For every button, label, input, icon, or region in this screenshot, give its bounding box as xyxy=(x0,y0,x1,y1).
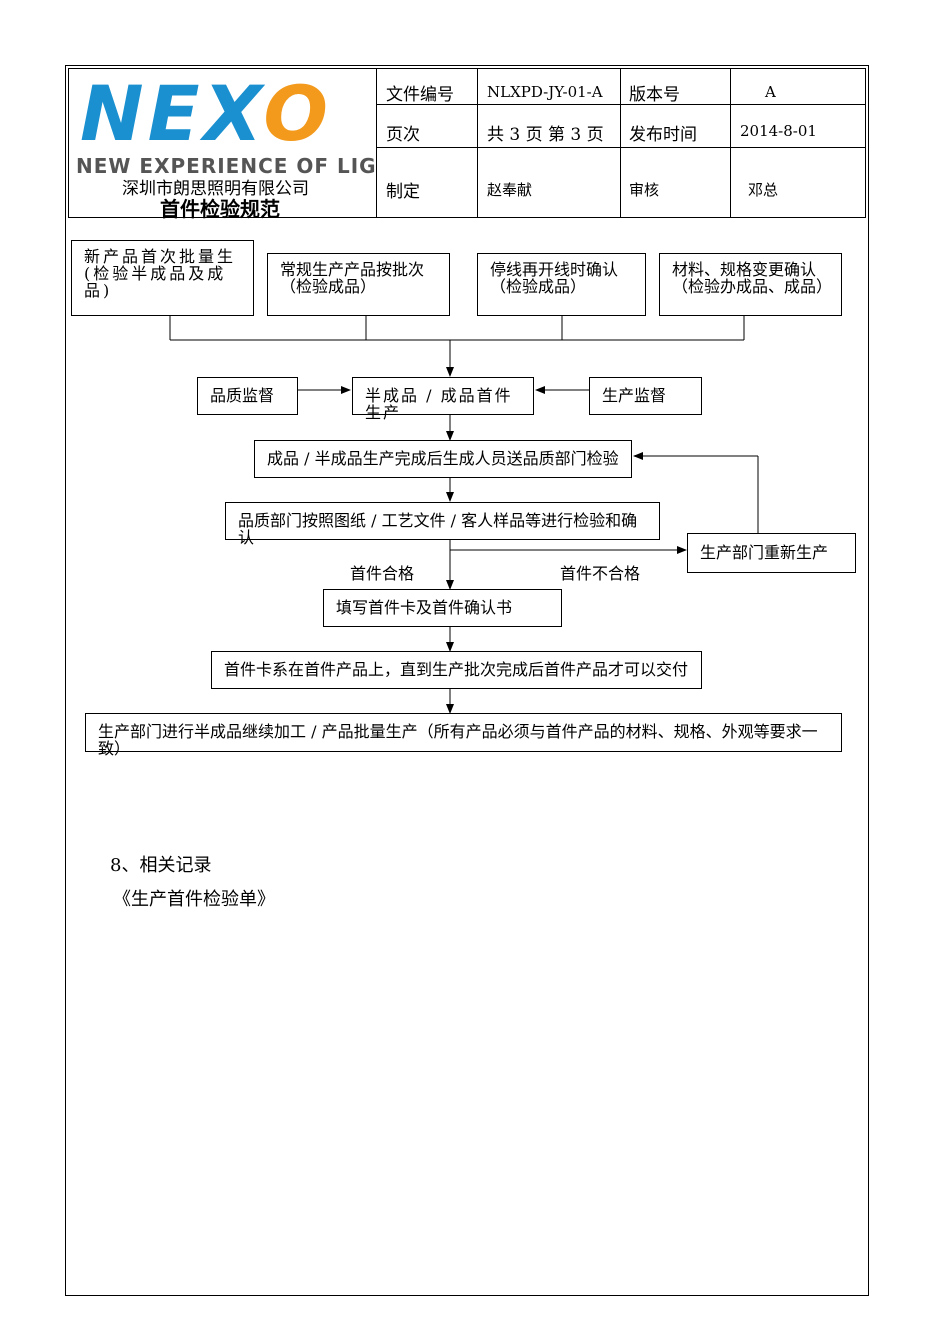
doc-no-label: 文件编号 xyxy=(386,85,454,105)
records-heading: 8、相关记录 xyxy=(110,855,212,876)
document-title: 首件检验规范 xyxy=(160,197,280,221)
flow-box-send-qc: 成品 / 半成品生产完成后生成人员送品质部门检验 xyxy=(254,440,632,478)
header-divider xyxy=(376,147,866,148)
flow-box-new-product: 新产品首次批量生(检验半成品及成品) xyxy=(71,240,254,316)
header-divider xyxy=(730,68,731,218)
version-label: 版本号 xyxy=(629,85,680,105)
logo-wordmark: NEXO xyxy=(80,69,333,158)
made-by-label: 制定 xyxy=(386,182,420,202)
date-value: 2014-8-01 xyxy=(740,122,817,140)
flow-box-prod-supervision: 生产监督 xyxy=(589,377,702,415)
logo-tagline: NEW EXPERIENCE OF LIGHT xyxy=(76,154,376,178)
flow-box-reproduce: 生产部门重新生产 xyxy=(687,533,856,573)
flow-box-first-piece: 半成品 / 成品首件生产 xyxy=(352,377,534,421)
flow-box-attach-card: 首件卡系在首件产品上，直到生产批次完成后首件产品才可以交付 xyxy=(211,651,702,689)
page-frame xyxy=(65,65,869,1296)
page-label: 页次 xyxy=(386,125,420,145)
doc-no-value: NLXPD-JY-01-A xyxy=(487,83,603,101)
company-name: 深圳市朗思照明有限公司 xyxy=(122,179,309,199)
flow-box-regular-batch: 常规生产产品按批次（检验成品） xyxy=(267,253,450,316)
version-value: A xyxy=(765,83,776,101)
flow-box-line-restart: 停线再开线时确认（检验成品） xyxy=(477,253,646,316)
flow-box-fill-card: 填写首件卡及首件确认书 xyxy=(323,589,562,627)
flow-box-mass-production: 生产部门进行半成品继续加工 / 产品批量生产（所有产品必须与首件产品的材料、规格… xyxy=(85,713,842,757)
flow-box-qc-inspect: 品质部门按照图纸 / 工艺文件 / 客人样品等进行检验和确认 xyxy=(225,502,660,546)
review-value: 邓总 xyxy=(748,181,779,199)
header-table xyxy=(68,68,866,218)
made-by-value: 赵奉献 xyxy=(487,181,533,199)
company-logo: NEXO NEW EXPERIENCE OF LIGHT xyxy=(74,68,376,188)
review-label: 审核 xyxy=(629,181,660,199)
header-divider xyxy=(477,68,478,218)
fail-label: 首件不合格 xyxy=(560,564,641,583)
flow-box-spec-change: 材料、规格变更确认（检验办成品、成品） xyxy=(659,253,842,316)
date-label: 发布时间 xyxy=(629,125,697,145)
flow-box-qc-supervision: 品质监督 xyxy=(197,377,298,415)
header-divider xyxy=(376,68,377,218)
records-item: 《生产首件检验单》 xyxy=(113,889,275,910)
page-value: 共 3 页 第 3 页 xyxy=(487,125,604,145)
header-divider xyxy=(376,104,866,105)
header-divider xyxy=(620,68,621,218)
pass-label: 首件合格 xyxy=(350,564,415,583)
